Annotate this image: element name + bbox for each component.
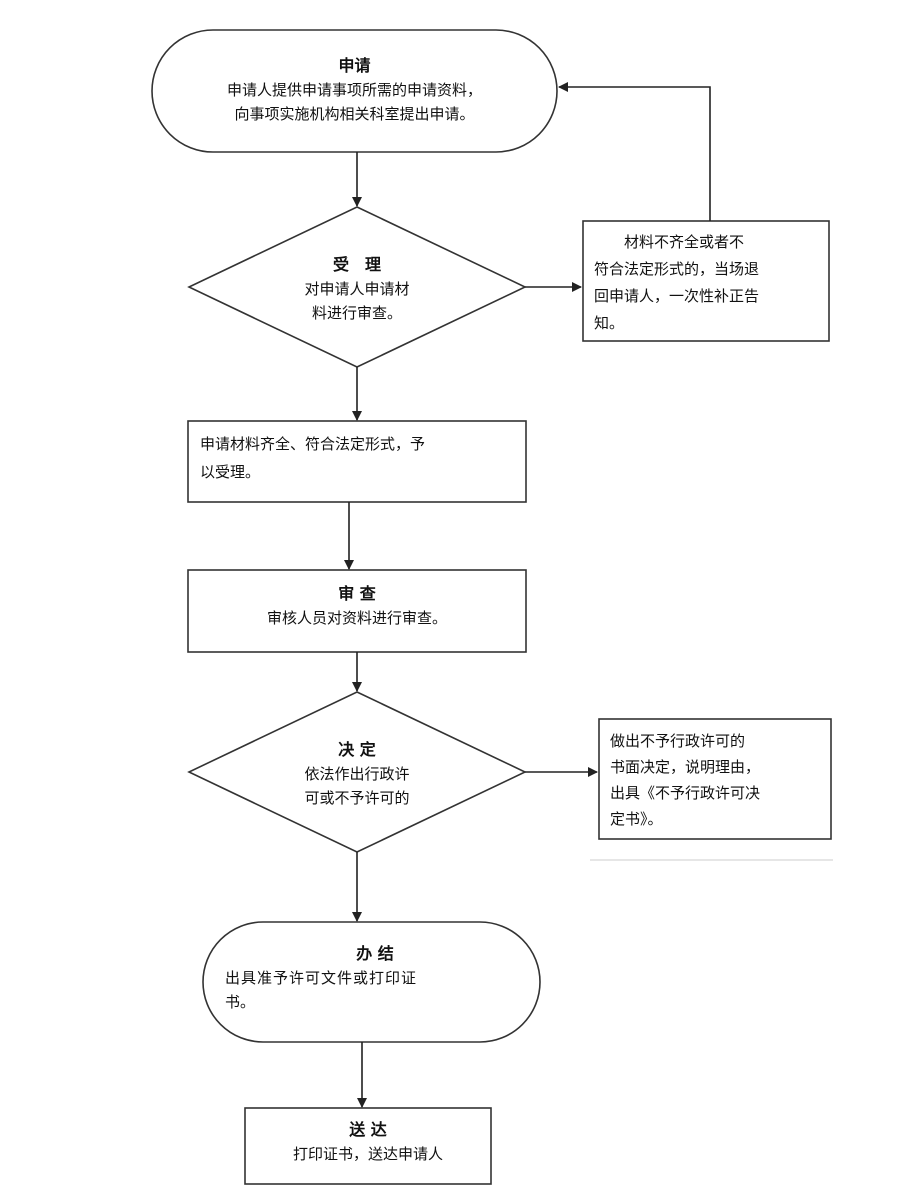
reject-line-1: 材料不齐全或者不 xyxy=(594,233,745,251)
reject-incomplete-box-shape xyxy=(582,220,830,342)
reject-line-4: 知。 xyxy=(594,314,625,332)
review-box-shape xyxy=(187,569,527,653)
accepted-line-2: 以受理。 xyxy=(200,463,261,481)
accepted-line-1: 申请材料齐全、符合法定形式，予 xyxy=(200,435,426,453)
apply-node-shape xyxy=(151,29,558,153)
complete-node: 办 结 出具准予许可文件或打印证 书。 xyxy=(225,942,525,1014)
accepted-box-shape xyxy=(187,420,527,503)
complete-node-shape xyxy=(202,921,541,1043)
decide-title: 决 定 xyxy=(338,740,376,759)
deliver-box-shape xyxy=(244,1107,492,1185)
complete-line-1: 出具准予许可文件或打印证 xyxy=(225,969,418,987)
reject-line-3: 回申请人，一次性补正告 xyxy=(594,287,760,305)
apply-node: 申请 申请人提供申请事项所需的申请资料， 向事项实施机构相关科室提出申请。 xyxy=(162,54,547,126)
accept-line-1: 对申请人申请材 xyxy=(304,280,410,298)
deny-line-1: 做出不予行政许可的 xyxy=(610,732,746,750)
decide-node: 决 定 依法作出行政许 可或不予许可的 xyxy=(257,738,457,810)
apply-title: 申请 xyxy=(338,56,371,75)
deny-line-4: 定书》。 xyxy=(610,810,663,828)
review-line-1: 审核人员对资料进行审查。 xyxy=(266,609,447,627)
deny-line-3: 出具《不予行政许可决 xyxy=(610,784,761,802)
review-title: 审 查 xyxy=(338,584,376,603)
deliver-title: 送 达 xyxy=(349,1120,387,1139)
complete-line-2: 书。 xyxy=(225,993,256,1011)
accept-title: 受 理 xyxy=(332,255,381,274)
accepted-node: 申请材料齐全、符合法定形式，予 以受理。 xyxy=(200,430,520,486)
apply-line-2: 向事项实施机构相关科室提出申请。 xyxy=(234,105,475,123)
review-node: 审 查 审核人员对资料进行审查。 xyxy=(188,582,526,630)
decide-line-2: 可或不予许可的 xyxy=(304,789,410,807)
decide-line-1: 依法作出行政许 xyxy=(304,765,410,783)
deny-node: 做出不予行政许可的 书面决定，说明理由， 出具《不予行政许可决 定书》。 xyxy=(610,728,828,832)
deny-box-shape xyxy=(598,718,832,840)
arrow-reject-back-to-apply xyxy=(558,82,711,221)
accept-line-2: 料进行审查。 xyxy=(311,304,402,322)
reject-line-2: 符合法定形式的，当场退 xyxy=(594,260,760,278)
deny-line-2: 书面决定，说明理由， xyxy=(610,758,761,776)
apply-line-1: 申请人提供申请事项所需的申请资料， xyxy=(226,81,482,99)
complete-title: 办 结 xyxy=(356,944,394,963)
reject-incomplete-node: 材料不齐全或者不 符合法定形式的，当场退 回申请人，一次性补正告 知。 xyxy=(594,229,824,337)
accept-node: 受 理 对申请人申请材 料进行审查。 xyxy=(257,253,457,325)
deliver-line-1: 打印证书，送达申请人 xyxy=(292,1145,443,1163)
deliver-node: 送 达 打印证书，送达申请人 xyxy=(245,1118,491,1166)
